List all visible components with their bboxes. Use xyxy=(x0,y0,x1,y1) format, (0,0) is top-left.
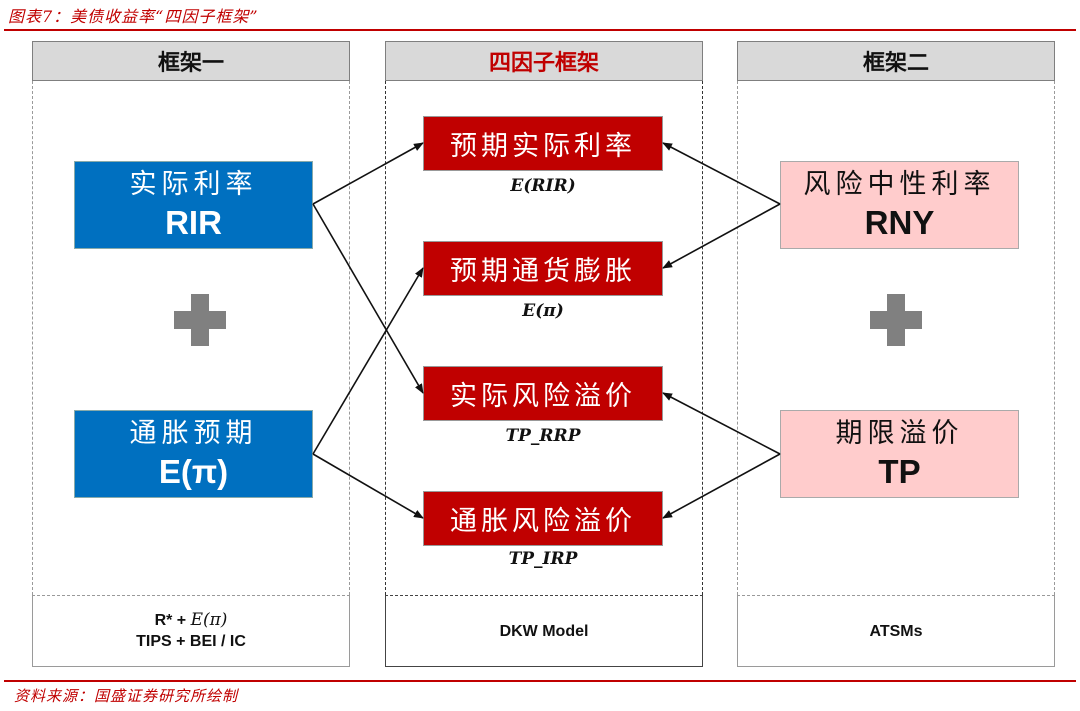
box-cn-label: 通胀预期 xyxy=(129,418,258,449)
arrow-rny-to-e_rir xyxy=(662,142,781,205)
arrow-inflation_exp-to-tp_irp xyxy=(312,453,424,519)
factor-label-tp-rrp: TP_RRP xyxy=(505,426,581,446)
panel-header-framework-two: 框架二 xyxy=(737,41,1055,81)
box-en-label: RNY xyxy=(864,204,935,241)
arrow-rir-to-e_rir xyxy=(312,142,424,205)
inflation-expectation-box: 通胀预期 E(π) xyxy=(74,410,313,498)
source-note: 资料来源：国盛证券研究所绘制 xyxy=(14,687,239,705)
arrow-rir-to-tp_rrp xyxy=(312,203,424,394)
arrow-tp-to-tp_irp xyxy=(662,453,781,519)
factor-real-risk-premium: 实际风险溢价 xyxy=(423,366,663,421)
box-cn-label: 期限溢价 xyxy=(835,418,964,449)
bottom-divider xyxy=(4,680,1076,682)
plus-icon xyxy=(870,294,922,346)
risk-neutral-rate-box: 风险中性利率 RNY xyxy=(780,161,1019,249)
box-cn-label: 风险中性利率 xyxy=(803,169,996,200)
real-interest-rate-box: 实际利率 RIR xyxy=(74,161,313,249)
footer-method: TIPS + BEI / IC xyxy=(136,633,246,650)
arrow-inflation_exp-to-e_pi xyxy=(312,267,424,455)
arrow-tp-to-tp_rrp xyxy=(662,392,781,455)
box-en-label: TP xyxy=(878,453,921,490)
footer-formula: R* + E(π) xyxy=(155,610,228,631)
plus-icon xyxy=(174,294,226,346)
top-divider xyxy=(4,29,1076,31)
factor-label-e-pi: E(π) xyxy=(522,301,564,321)
factor-inflation-risk-premium: 通胀风险溢价 xyxy=(423,491,663,546)
panel-header-framework-one: 框架一 xyxy=(32,41,350,81)
arrow-rny-to-e_pi xyxy=(662,203,781,269)
panel-header-four-factor: 四因子框架 xyxy=(385,41,703,81)
footer-framework-two: ATSMs xyxy=(737,595,1055,667)
footer-formula-math: E(π) xyxy=(190,610,228,630)
panel-framework-one xyxy=(32,81,350,595)
box-en-label: RIR xyxy=(165,204,222,241)
factor-label-e-rir: E(RIR) xyxy=(510,176,576,196)
box-cn-label: 实际利率 xyxy=(129,169,258,200)
panel-four-factor xyxy=(385,81,703,595)
factor-expected-real-rate: 预期实际利率 xyxy=(423,116,663,171)
panel-framework-two xyxy=(737,81,1055,595)
footer-framework-one: R* + E(π) TIPS + BEI / IC xyxy=(32,595,350,667)
figure-title: 图表7：美债收益率“四因子框架” xyxy=(8,7,259,26)
footer-model: ATSMs xyxy=(869,622,923,640)
term-premium-box: 期限溢价 TP xyxy=(780,410,1019,498)
footer-model: DKW Model xyxy=(499,622,589,640)
box-en-label: E(π) xyxy=(158,453,229,490)
footer-four-factor: DKW Model xyxy=(385,595,703,667)
factor-label-tp-irp: TP_IRP xyxy=(508,549,578,569)
factor-expected-inflation: 预期通货膨胀 xyxy=(423,241,663,296)
footer-formula-prefix: R* + xyxy=(154,612,191,629)
